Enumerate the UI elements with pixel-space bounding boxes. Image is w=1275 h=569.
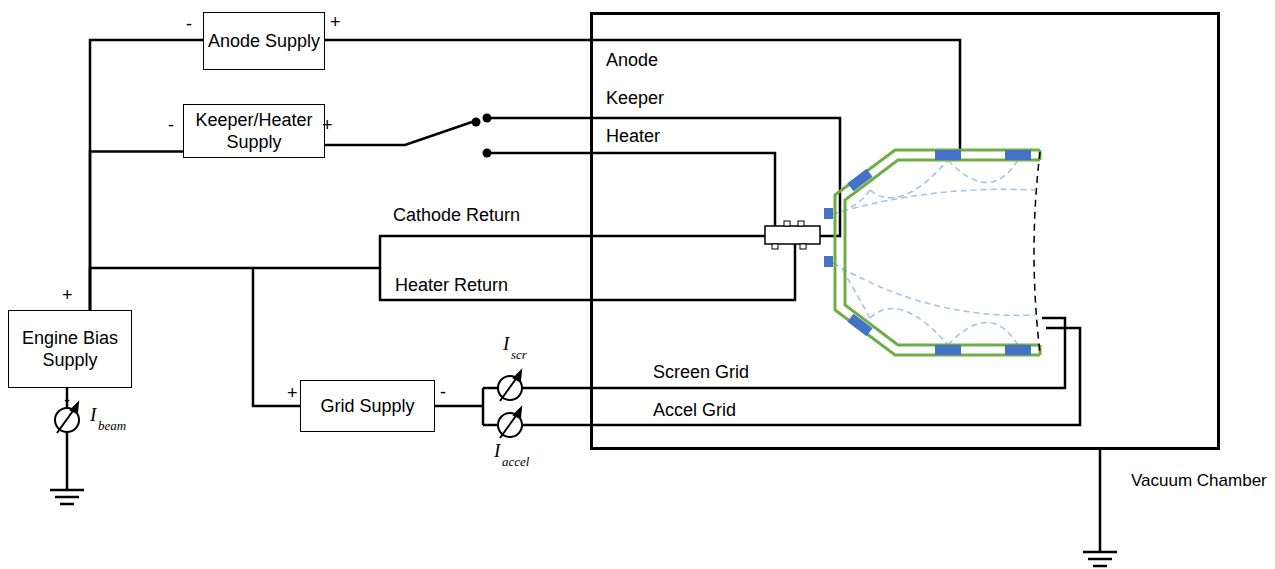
supply-wire [90,152,183,310]
current-symbol: scr [511,345,527,365]
wire-label: + [322,115,333,135]
supply-label: Engine Bias Supply [9,327,131,371]
current-symbol: I [494,441,500,461]
supply-label: Anode Supply [208,30,320,52]
power-supply-box: Grid Supply [300,380,435,432]
grid-wire [482,388,485,425]
wire-label: Heater [606,126,660,146]
switch-wire [315,122,472,145]
current-symbol: accel [502,452,529,472]
power-supply-box: Anode Supply [203,12,325,70]
bias-wire [66,432,69,490]
supply-label: Grid Supply [320,395,414,417]
ground-symbols [50,490,1117,566]
anode-wire [325,40,960,150]
grid-wire [435,405,483,408]
wire-label: Heater Return [395,275,508,295]
vacuum-chamber: Vacuum Chamber [590,12,1220,450]
keeper-wire [487,118,840,236]
current-symbol: I [503,334,509,354]
grid-wire [483,424,498,427]
wire-label: Anode [606,50,658,70]
current-symbol: I [90,405,96,425]
wire-label: + [330,12,341,32]
switch-contacts [472,114,492,158]
grid-wire [483,387,498,390]
wire-label: Keeper [606,88,664,108]
current-symbol: beam [98,416,126,436]
wire-label: Screen Grid [653,362,749,382]
power-supply-box: Engine Bias Supply [8,310,132,388]
wire-label: Cathode Return [393,205,520,225]
chamber-ground-wire [1099,450,1102,552]
cathode-return-wire [253,236,765,268]
thruster-illustration [765,150,1040,355]
heater-return-wire [380,244,795,300]
wire-label: Accel Grid [653,400,736,420]
wire-label: + [287,383,298,403]
wire-label: + [62,285,73,305]
power-supply-box: Keeper/Heater Supply [183,104,325,158]
chamber-label: Vacuum Chamber [1131,470,1267,492]
supply-label: Keeper/Heater Supply [184,109,324,153]
supply-wire [90,40,203,310]
wire-label: - [64,390,70,410]
wire-label: - [186,14,192,34]
wire-label: - [168,115,174,135]
heater-wire [487,153,775,226]
wires [67,40,1100,552]
accel-grid-wire [522,328,1080,425]
screen-grid-wire [522,318,1065,388]
wire-label: - [440,382,446,402]
